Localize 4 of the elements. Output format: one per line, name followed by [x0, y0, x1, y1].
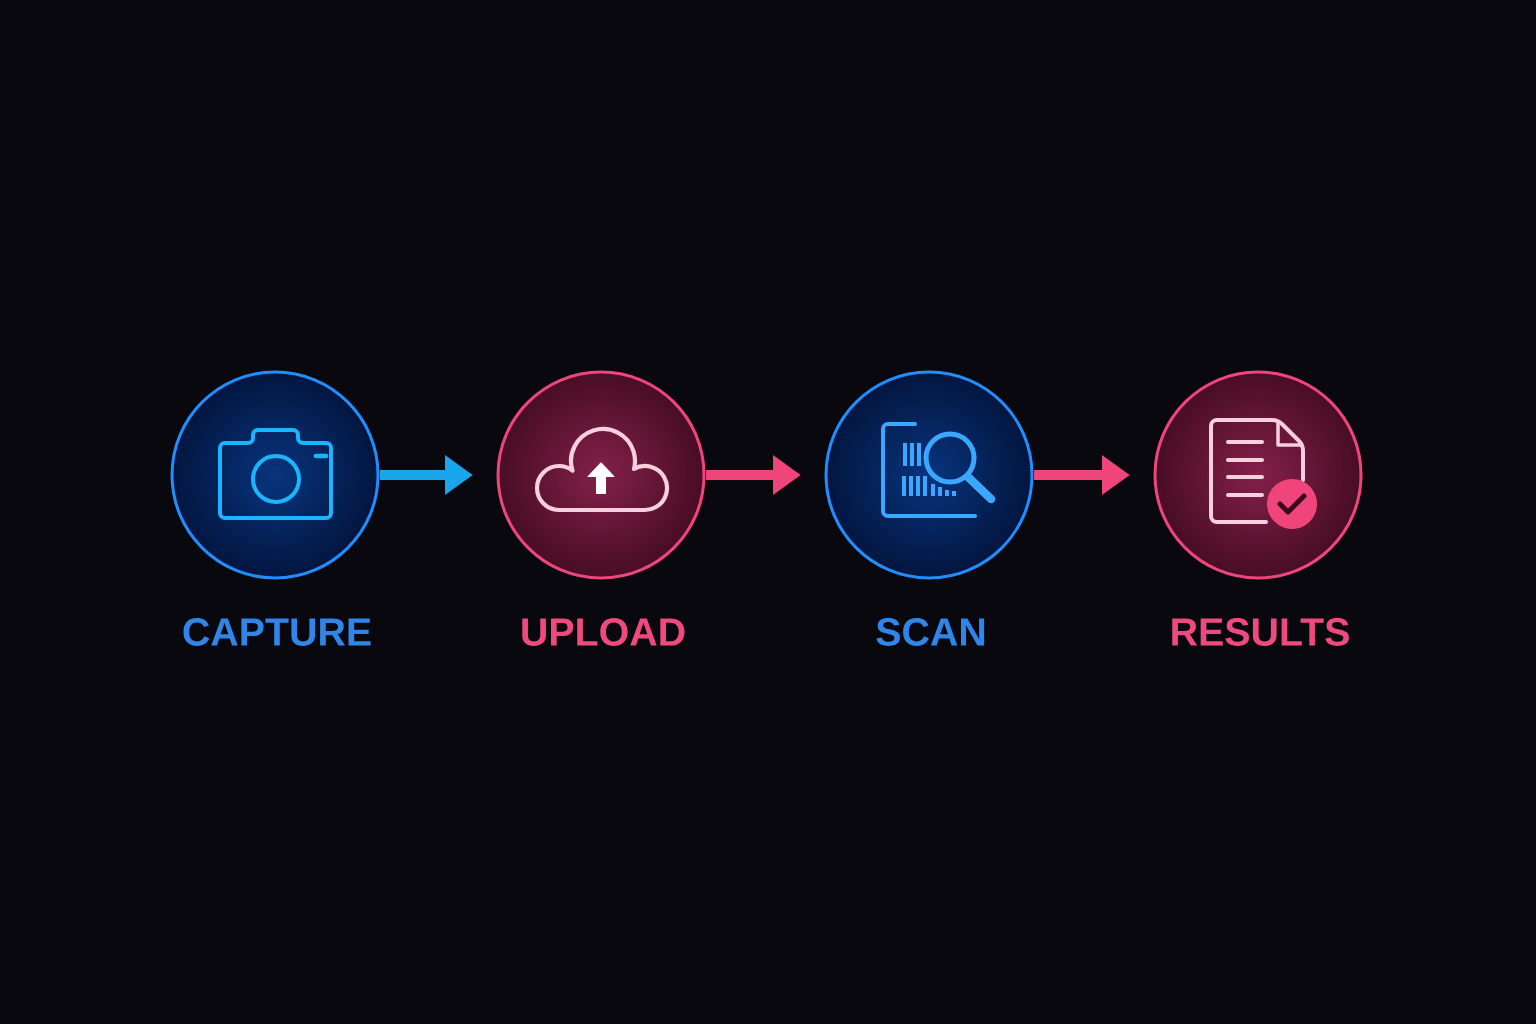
step-label: SCAN [876, 618, 985, 646]
step-label: CAPTURE [183, 618, 371, 646]
step-label: UPLOAD [522, 618, 685, 646]
step-label: RESULTS [1172, 618, 1349, 646]
